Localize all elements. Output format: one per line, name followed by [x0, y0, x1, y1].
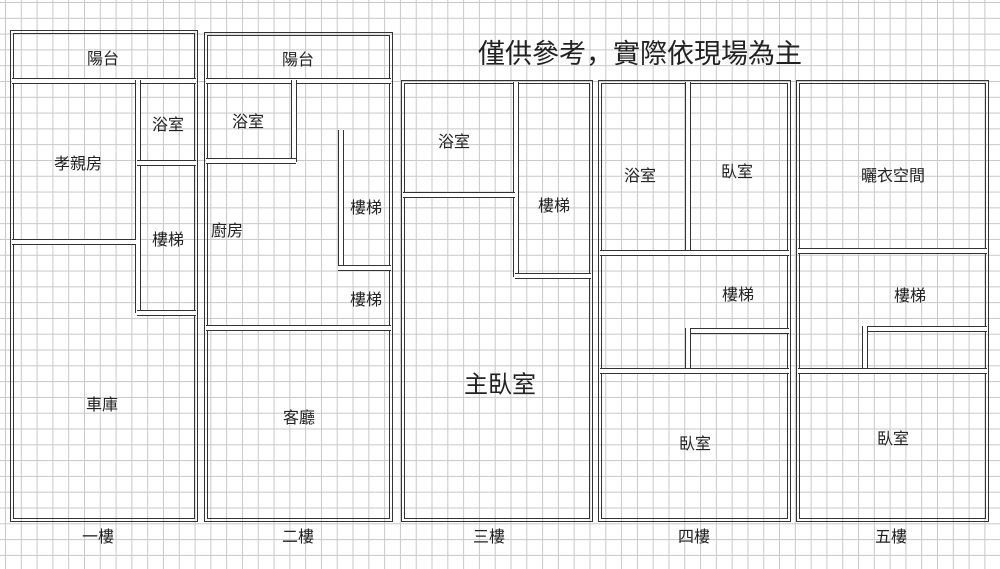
wall — [600, 250, 789, 256]
wall — [135, 80, 141, 313]
floor-1-label: 一樓 — [81, 527, 115, 546]
room-stairs: 樓梯 — [349, 290, 383, 309]
wall — [687, 328, 789, 334]
room-stairs: 樓梯 — [721, 285, 755, 304]
floor-4-label: 四樓 — [677, 527, 711, 546]
room-balcony: 陽台 — [281, 50, 315, 69]
room-parents: 孝親房 — [53, 154, 103, 173]
floor-3-label: 三樓 — [472, 527, 506, 546]
wall — [862, 326, 868, 370]
wall — [206, 325, 391, 331]
wall — [685, 82, 691, 252]
wall — [12, 239, 136, 245]
wall — [338, 130, 344, 268]
wall — [403, 192, 515, 198]
room-stairs: 樓梯 — [349, 198, 383, 217]
room-bedroom: 臥室 — [876, 429, 910, 448]
wall — [864, 326, 987, 332]
floor-5-label: 五樓 — [874, 527, 908, 546]
wall — [206, 158, 296, 164]
room-stairs: 樓梯 — [151, 230, 185, 249]
room-garage: 車庫 — [85, 395, 119, 414]
room-bedroom: 臥室 — [678, 434, 712, 453]
room-master-bedroom: 主臥室 — [464, 370, 536, 399]
floor-2-outline — [204, 32, 393, 522]
wall — [137, 160, 196, 166]
floor-3-outline — [401, 80, 593, 522]
wall — [600, 368, 789, 374]
room-laundry: 曬衣空間 — [860, 166, 926, 185]
wall — [206, 78, 391, 84]
room-living: 客廳 — [282, 408, 316, 427]
wall — [338, 265, 391, 271]
room-bedroom: 臥室 — [720, 162, 754, 181]
wall — [12, 78, 196, 84]
room-stairs: 樓梯 — [893, 286, 927, 305]
wall — [685, 328, 691, 370]
floor-2-label: 二樓 — [281, 527, 315, 546]
floor-1-outline — [10, 30, 198, 522]
floor-4-outline — [598, 80, 791, 522]
room-stairs: 樓梯 — [537, 196, 571, 215]
wall — [137, 310, 196, 316]
wall — [513, 82, 519, 277]
wall — [291, 80, 297, 162]
room-bathroom: 浴室 — [151, 115, 185, 134]
room-kitchen: 廚房 — [210, 221, 244, 240]
disclaimer-title: 僅供參考，實際依現場為主 — [478, 39, 802, 70]
room-bathroom: 浴室 — [623, 166, 657, 185]
room-bathroom: 浴室 — [437, 132, 471, 151]
floor-5-outline — [796, 80, 989, 522]
wall — [515, 273, 591, 279]
room-balcony: 陽台 — [86, 49, 120, 68]
wall — [798, 248, 987, 254]
wall — [798, 368, 987, 374]
room-bathroom: 浴室 — [231, 112, 265, 131]
